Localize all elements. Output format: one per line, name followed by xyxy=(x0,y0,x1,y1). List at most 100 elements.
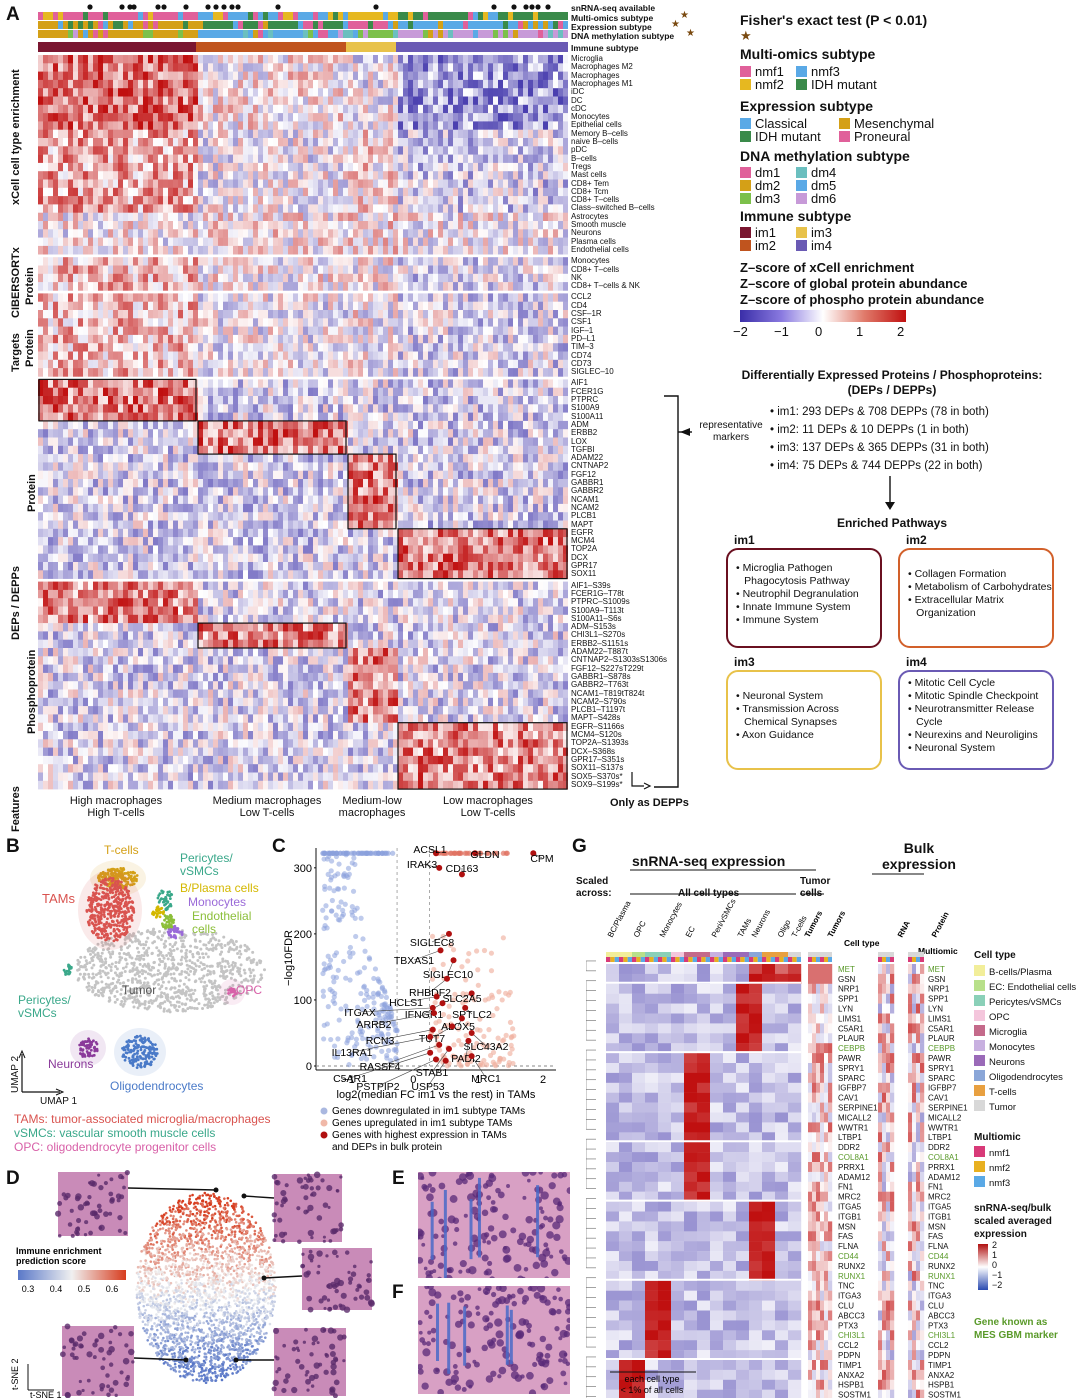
heatmap-cell xyxy=(283,96,289,106)
heatmap-cell xyxy=(458,104,464,114)
heatmap-cell xyxy=(423,204,429,213)
heatmap-cell xyxy=(498,326,504,336)
heatmap-cell xyxy=(288,138,294,147)
heatmap-cell xyxy=(553,88,559,97)
heatmap-cell xyxy=(343,237,349,247)
heatmap-cell xyxy=(258,301,264,311)
heatmap-cell xyxy=(353,138,359,147)
heatmap-cell xyxy=(538,204,544,213)
heatmap-cell xyxy=(308,359,314,369)
heatmap-cell xyxy=(93,273,99,283)
annotation-cell xyxy=(148,21,154,29)
heatmap-cell xyxy=(48,326,54,336)
heatmap-cell xyxy=(238,310,244,319)
heatmap-cell xyxy=(458,420,464,430)
heatmap-cell xyxy=(103,63,109,72)
heatmap-cell xyxy=(513,71,519,81)
heatmap-cell xyxy=(538,71,544,81)
heatmap-cell xyxy=(178,138,184,147)
heatmap-cell xyxy=(513,63,519,72)
heatmap-cell xyxy=(298,229,304,238)
heatmap-cell xyxy=(318,146,324,155)
heatmap-cell xyxy=(58,273,64,283)
heatmap-cell xyxy=(478,351,484,361)
heatmap-cell xyxy=(523,396,529,405)
annotation-cell xyxy=(48,21,54,29)
heatmap-cell xyxy=(293,154,299,164)
heatmap-cell xyxy=(533,171,539,180)
heatmap-cell xyxy=(113,351,119,361)
annotation-cell xyxy=(248,30,254,38)
heatmap-cell xyxy=(83,113,89,122)
heatmap-cell xyxy=(103,387,109,397)
heatmap-cell xyxy=(248,326,254,336)
heatmap-cell xyxy=(268,245,274,255)
heatmap-cell xyxy=(268,88,274,97)
heatmap-cell xyxy=(183,229,189,238)
annotation-cell xyxy=(178,12,184,20)
heatmap-cell xyxy=(423,420,429,430)
annotation-cell xyxy=(128,30,134,38)
annotation-cell xyxy=(323,30,329,38)
heatmap-cell xyxy=(73,196,79,205)
heatmap-cell xyxy=(398,204,404,213)
heatmap-cell xyxy=(443,71,449,81)
heatmap-cell xyxy=(513,245,519,255)
heatmap-cell xyxy=(203,351,209,361)
heatmap-cell xyxy=(228,212,234,222)
heatmap-cell xyxy=(188,368,194,377)
heatmap-cell xyxy=(43,351,49,361)
heatmap-cell xyxy=(473,404,479,413)
heatmap-cell xyxy=(68,293,74,302)
heatmap-cell xyxy=(353,55,359,64)
heatmap-cell xyxy=(468,96,474,106)
heatmap-cell xyxy=(508,221,514,230)
heatmap-cell xyxy=(503,412,509,422)
heatmap-cell xyxy=(348,154,354,164)
heatmap-cell xyxy=(308,310,314,319)
heatmap-cell xyxy=(563,229,568,238)
annotation-cell xyxy=(88,30,94,38)
heatmap-cell xyxy=(58,293,64,302)
heatmap-cell xyxy=(63,368,69,377)
heatmap-cell xyxy=(93,420,99,430)
annotation-cell xyxy=(198,12,204,20)
heatmap-cell xyxy=(58,221,64,230)
heatmap-cell xyxy=(263,154,269,164)
annotation-cell xyxy=(478,12,484,20)
heatmap-cell xyxy=(188,265,194,275)
heatmap-cell xyxy=(233,121,239,130)
heatmap-cell xyxy=(203,420,209,430)
heatmap-cell xyxy=(118,138,124,147)
heatmap-cell xyxy=(528,171,534,180)
heatmap-cell xyxy=(358,96,364,106)
heatmap-cell xyxy=(368,359,374,369)
heatmap-cell xyxy=(528,318,534,327)
heatmap-cell xyxy=(98,121,104,130)
heatmap-cell xyxy=(158,129,164,139)
heatmap-cell xyxy=(463,396,469,405)
heatmap-cell xyxy=(503,359,509,369)
heatmap-cell xyxy=(453,104,459,114)
heatmap-cell xyxy=(363,96,369,106)
heatmap-cell xyxy=(113,146,119,155)
heatmap-cell xyxy=(338,301,344,311)
heatmap-cell xyxy=(388,396,394,405)
annotation-cell xyxy=(173,12,179,20)
heatmap-cell xyxy=(373,121,379,130)
heatmap-cell xyxy=(253,404,259,413)
heatmap-cell xyxy=(333,273,339,283)
heatmap-cell xyxy=(468,187,474,197)
heatmap-cell xyxy=(473,229,479,238)
heatmap-cell xyxy=(208,379,214,388)
heatmap-cell xyxy=(438,63,444,72)
heatmap-cell xyxy=(543,79,549,89)
heatmap-cell xyxy=(303,368,309,377)
heatmap-cell xyxy=(413,404,419,413)
heatmap-cell xyxy=(43,237,49,247)
heatmap-cell xyxy=(243,121,249,130)
heatmap-cell xyxy=(548,396,554,405)
heatmap-cell xyxy=(503,282,509,291)
heatmap-cell xyxy=(363,113,369,122)
annotation-cell xyxy=(443,12,449,20)
